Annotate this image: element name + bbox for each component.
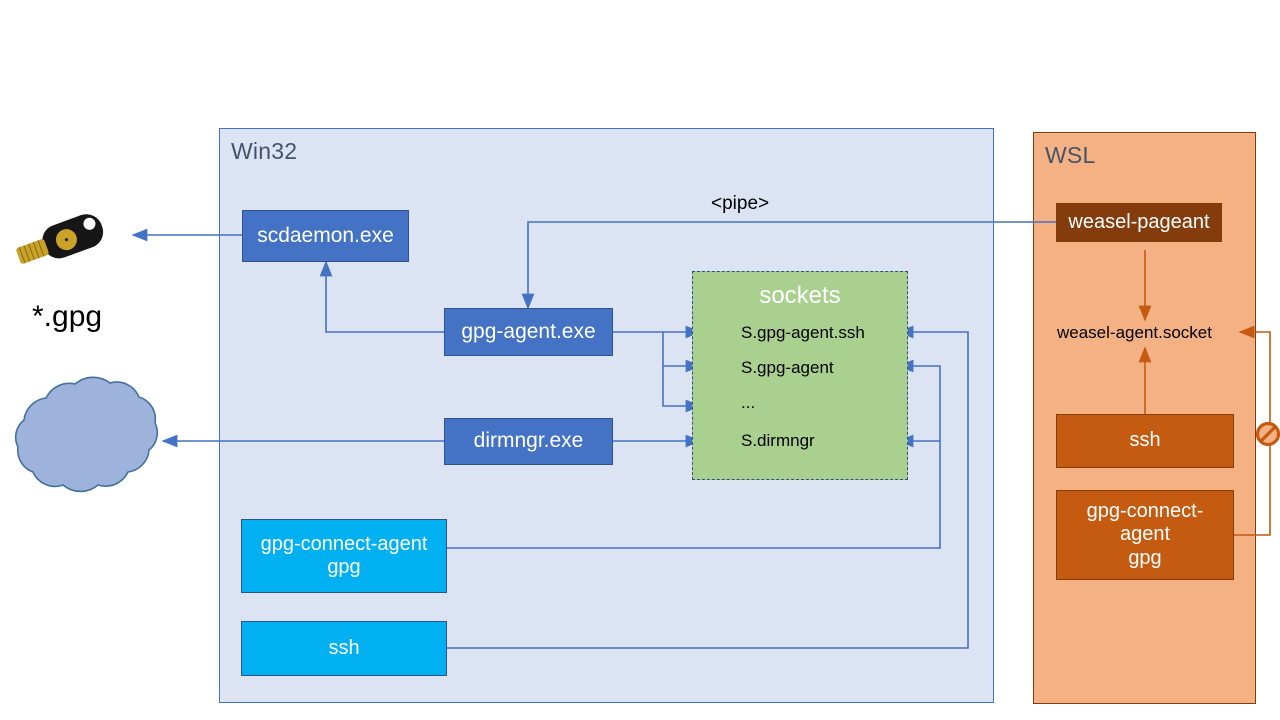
edge-ssh-to-sock-ssh — [447, 325, 969, 649]
socket-item-gpg-agent-ssh[interactable]: S.gpg-agent.ssh — [741, 323, 865, 342]
process-label: dirmngr.exe — [473, 429, 584, 453]
process-label-line2: gpg — [327, 556, 361, 578]
panel-wsl-label: WSL — [1045, 142, 1096, 168]
process-label-line3: gpg — [1128, 546, 1162, 569]
process-box-weasel-pageant[interactable]: weasel-pageant — [1056, 203, 1222, 242]
wsl-socket-label: weasel-agent.socket — [1057, 323, 1212, 342]
process-box-dirmngr[interactable]: dirmngr.exe — [444, 418, 613, 465]
edge-pipe-weaselpageant-to-gpgagent — [521, 221, 1056, 310]
cloud-icon — [14, 376, 159, 493]
sockets-title: sockets — [759, 282, 841, 309]
process-label: ssh — [1129, 429, 1161, 452]
socket-item-ellipsis: ... — [741, 393, 756, 412]
socket-item-gpg-agent[interactable]: S.gpg-agent — [741, 358, 834, 377]
process-box-scdaemon[interactable]: scdaemon.exe — [242, 210, 409, 262]
process-label: scdaemon.exe — [257, 223, 394, 247]
edge-gpgagent-to-scdaemon — [319, 260, 444, 333]
edge-gpgagent-to-sock-etc — [662, 366, 702, 413]
process-box-gpg-connect-agent-wsl[interactable]: gpg-connect- agent gpg — [1056, 490, 1234, 580]
process-box-gpg-connect-agent-win32[interactable]: gpg-connect-agent gpg — [241, 519, 447, 593]
process-box-ssh-win32[interactable]: ssh — [241, 621, 447, 676]
process-box-ssh-wsl[interactable]: ssh — [1056, 414, 1234, 468]
process-label: gpg-agent.exe — [461, 319, 596, 343]
process-label-line1: gpg-connect-agent — [260, 532, 428, 555]
process-label: ssh — [328, 636, 360, 659]
sockets-group: sockets S.gpg-agent.ssh S.gpg-agent ... … — [692, 271, 908, 480]
panel-win32-label: Win32 — [231, 138, 298, 164]
process-label: weasel-pageant — [1068, 210, 1210, 233]
process-label-line1: gpg-connect- — [1086, 500, 1204, 523]
socket-item-dirmngr[interactable]: S.dirmngr — [741, 431, 815, 450]
no-entry-icon — [1255, 421, 1280, 447]
pipe-label: <pipe> — [711, 193, 770, 214]
edge-gpgconnect-to-sock-agent — [447, 359, 941, 549]
process-box-gpg-agent[interactable]: gpg-agent.exe — [444, 308, 613, 356]
process-label-line2: agent — [1119, 523, 1171, 546]
gpg-files-label: *.gpg — [32, 300, 103, 333]
usb-security-key-icon — [16, 214, 104, 264]
